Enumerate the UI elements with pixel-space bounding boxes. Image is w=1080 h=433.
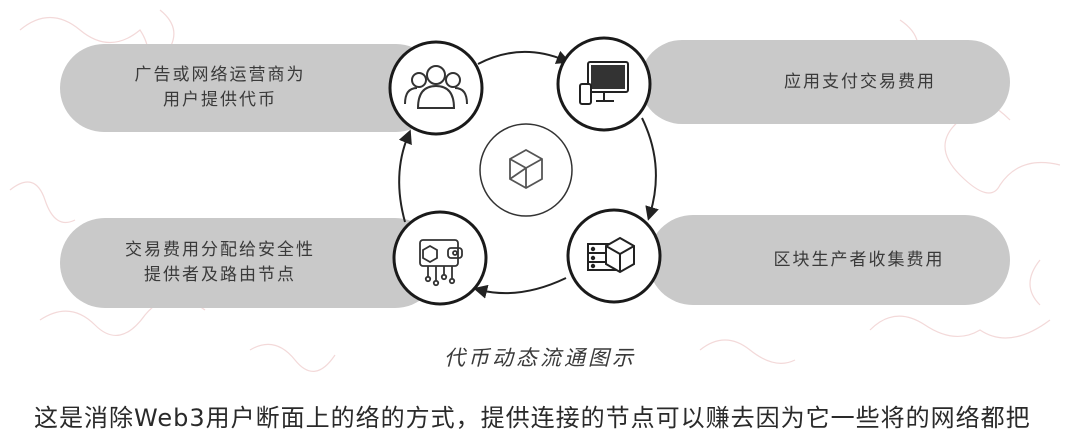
arrow-devices-to-producer: [641, 117, 659, 221]
node-label-line: 提供者及路由节点: [144, 265, 296, 285]
node-label-devices: 应用支付交易费用: [640, 40, 1010, 124]
flow-diagram: [388, 36, 662, 306]
node-label-line: 区块生产者收集费用: [773, 249, 945, 270]
node-wallet: [392, 210, 488, 306]
node-producer: [566, 208, 662, 304]
wallet-circuit-icon: [419, 239, 463, 287]
cube-icon: [509, 148, 543, 190]
node-devices: [556, 36, 652, 132]
node-label-users: 广告或网络运营商为 用户提供代币: [60, 44, 440, 132]
arrow-users-to-devices: [477, 50, 571, 65]
node-label-line: 广告或网络运营商为: [134, 65, 306, 85]
arrow-producer-to-wallet: [473, 277, 567, 299]
diagram-caption: 代币动态流通图示: [444, 346, 636, 370]
node-label-producer: 区块生产者收集费用: [648, 215, 1010, 305]
node-label-wallet: 交易费用分配给安全性 提供者及路由节点: [60, 218, 440, 308]
server-cube-icon: [587, 236, 635, 274]
users-group-icon: [404, 65, 468, 109]
node-label-line: 应用支付交易费用: [784, 71, 936, 92]
node-users: [388, 40, 484, 136]
center-node: [479, 123, 573, 217]
monitor-phone-icon: [579, 61, 629, 105]
flow-arrows: [398, 50, 659, 299]
node-label-line: 交易费用分配给安全性: [125, 240, 315, 260]
node-label-line: 用户提供代币: [163, 90, 277, 110]
body-paragraph: 这是消除Web3用户断面上的络的方式，提供连接的节点可以赚去因为它一些将的网络都…: [34, 404, 1031, 432]
arrow-wallet-to-users: [398, 129, 412, 223]
